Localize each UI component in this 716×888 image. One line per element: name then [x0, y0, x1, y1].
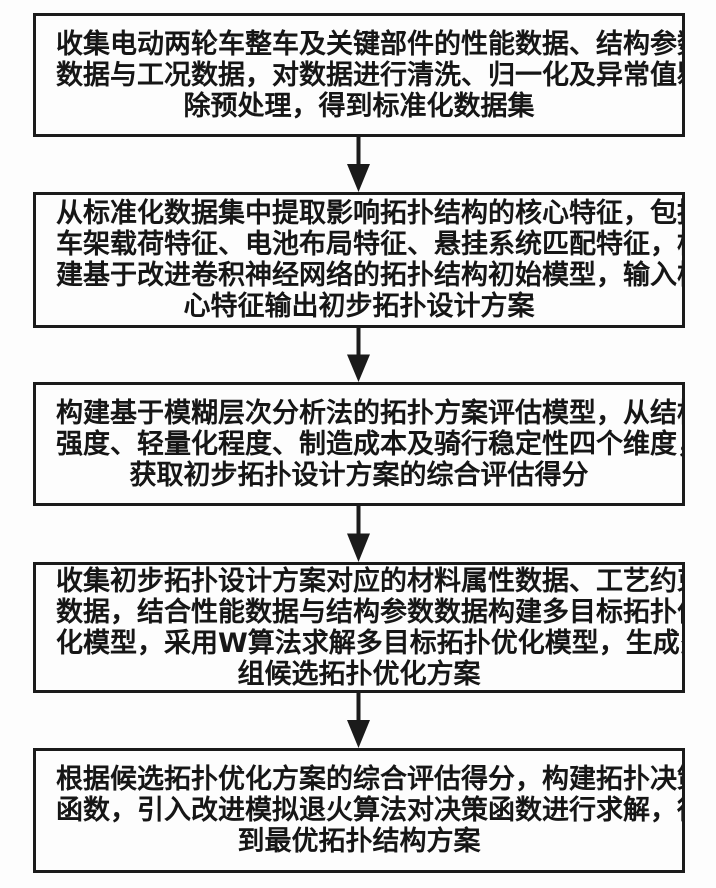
step-2-text-line-3: 建基于改进卷积神经网络的拓扑结构初始模型，输入核: [56, 260, 685, 291]
step-4-text-line-2: 数据，结合性能数据与结构参数数据构建多目标拓扑优: [56, 596, 685, 628]
step-5-text-line-3: 到最优拓扑结构方案: [237, 826, 481, 857]
step-4-text-line-1: 收集初步拓扑设计方案对应的材料属性数据、工艺约束: [56, 565, 685, 597]
flow-step-3-box: 构建基于模糊层次分析法的拓扑方案评估模型，从结构 强度、轻量化程度、制造成本及骑…: [33, 382, 685, 506]
down-arrow-icon: [347, 137, 370, 192]
step-3-text-line-2: 强度、轻量化程度、制造成本及骑行稳定性四个维度，: [56, 428, 685, 460]
step-5-text-line-1: 根据候选拓扑优化方案的综合评估得分，构建拓扑决策: [56, 764, 685, 795]
flow-step-4-box: 收集初步拓扑设计方案对应的材料属性数据、工艺约束 数据，结合性能数据与结构参数数…: [33, 562, 685, 693]
step-2-text-line-4: 心特征输出初步拓扑设计方案: [183, 291, 535, 322]
down-arrow-icon: [347, 328, 370, 382]
step-2-text-line-1: 从标准化数据集中提取影响拓扑结构的核心特征，包括: [56, 198, 685, 229]
step-1-text-line-1: 收集电动两轮车整车及关键部件的性能数据、结构参数: [56, 28, 685, 60]
flow-step-2-box: 从标准化数据集中提取影响拓扑结构的核心特征，包括 车架载荷特征、电池布局特征、悬…: [33, 192, 685, 328]
step-3-text-line-3: 获取初步拓扑设计方案的综合评估得分: [129, 459, 589, 491]
step-1-text-line-2: 数据与工况数据，对数据进行清洗、归一化及异常值剔: [56, 59, 685, 91]
flow-step-1-box: 收集电动两轮车整车及关键部件的性能数据、结构参数 数据与工况数据，对数据进行清洗…: [33, 13, 685, 137]
step-3-text-line-1: 构建基于模糊层次分析法的拓扑方案评估模型，从结构: [56, 397, 685, 429]
step-2-text-line-2: 车架载荷特征、电池布局特征、悬挂系统匹配特征，构: [56, 229, 685, 260]
step-5-text-line-2: 函数，引入改进模拟退火算法对决策函数进行求解，得: [56, 795, 685, 826]
step-4-text-line-4: 组候选拓扑优化方案: [237, 658, 481, 690]
down-arrow-icon: [347, 693, 370, 748]
step-4-text-line-3: 化模型，采用W算法求解多目标拓扑优化模型，生成多: [56, 627, 685, 659]
step-1-text-line-3: 除预处理，得到标准化数据集: [183, 90, 535, 122]
flow-step-5-box: 根据候选拓扑优化方案的综合评估得分，构建拓扑决策 函数，引入改进模拟退火算法对决…: [33, 748, 685, 873]
down-arrow-icon: [347, 506, 370, 562]
